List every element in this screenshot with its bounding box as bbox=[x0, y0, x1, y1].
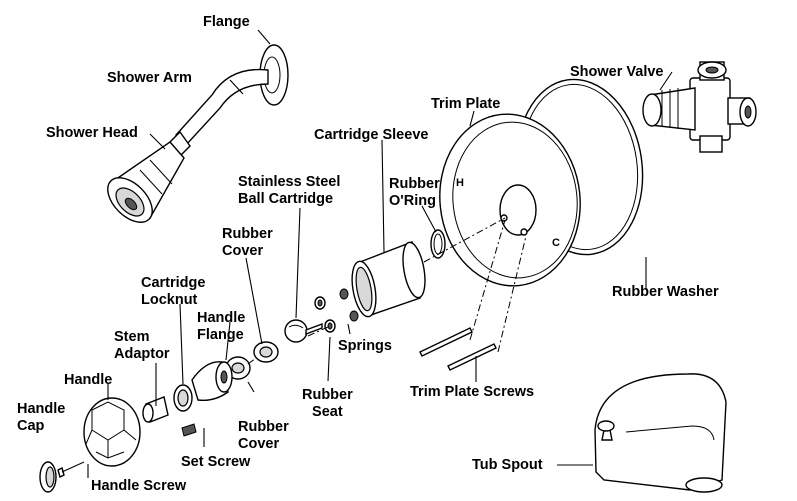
label-stem-adaptor-line1: Stem bbox=[114, 329, 150, 345]
label-rubber-cover-bottom-line1: Rubber bbox=[238, 419, 289, 435]
cartridge-locknut-part bbox=[173, 384, 193, 412]
label-handle-cap-line1: Handle bbox=[17, 401, 66, 417]
label-rubber-cover-bottom-line2: Cover bbox=[238, 436, 280, 452]
rubber-cover-top-part bbox=[253, 341, 279, 363]
stem-adaptor-part bbox=[142, 396, 169, 423]
label-handle-screw: Handle Screw bbox=[91, 478, 187, 494]
handle-flange-part bbox=[191, 361, 233, 402]
label-trim-plate: Trim Plate bbox=[431, 96, 501, 112]
springs-seats-part bbox=[314, 288, 359, 333]
label-set-screw: Set Screw bbox=[181, 454, 251, 470]
label-rubber-oring: Rubber O'Ring bbox=[389, 176, 440, 210]
handle-cap-part bbox=[39, 461, 57, 493]
label-handle-cap: Handle Cap bbox=[17, 401, 65, 435]
handle-screw-part bbox=[57, 461, 85, 479]
label-tub-spout: Tub Spout bbox=[472, 457, 543, 473]
label-handle-flange: Handle Flange bbox=[197, 310, 245, 344]
leader-lines bbox=[87, 29, 673, 478]
label-ball-cartridge-line2: Ball Cartridge bbox=[238, 191, 334, 207]
label-rubber-oring-line2: O'Ring bbox=[389, 193, 436, 209]
label-cartridge-locknut-line1: Cartridge bbox=[141, 275, 206, 291]
label-rubber-cover-top: Rubber Cover bbox=[222, 226, 273, 260]
label-shower-arm: Shower Arm bbox=[107, 70, 192, 86]
label-cartridge-locknut: Cartridge Locknut bbox=[141, 275, 205, 309]
label-cartridge-locknut-line2: Locknut bbox=[141, 292, 198, 308]
label-stem-adaptor-line2: Adaptor bbox=[114, 346, 170, 362]
trim-cold-mark: C bbox=[552, 237, 560, 249]
set-screw-part bbox=[181, 423, 197, 437]
label-shower-valve: Shower Valve bbox=[570, 64, 664, 80]
assembly-axis-lines bbox=[247, 217, 527, 365]
shower-head-part bbox=[107, 130, 191, 223]
trim-hot-mark: H bbox=[456, 177, 464, 189]
label-flange: Flange bbox=[203, 14, 250, 30]
label-springs: Springs bbox=[338, 338, 392, 354]
label-trim-plate-screws: Trim Plate Screws bbox=[410, 384, 535, 400]
handle-part bbox=[83, 397, 141, 467]
label-shower-head: Shower Head bbox=[46, 125, 138, 141]
label-rubber-seat-line2: Seat bbox=[312, 404, 343, 420]
label-handle-cap-line2: Cap bbox=[17, 418, 45, 434]
label-handle: Handle bbox=[64, 372, 113, 388]
label-rubber-seat: Rubber Seat bbox=[302, 387, 353, 421]
cartridge-sleeve-part bbox=[351, 241, 426, 318]
tub-spout-part bbox=[594, 373, 727, 493]
label-rubber-cover-top-line1: Rubber bbox=[222, 226, 273, 242]
label-rubber-cover-top-line2: Cover bbox=[222, 243, 264, 259]
label-rubber-cover-bottom: Rubber Cover bbox=[238, 419, 289, 453]
label-ball-cartridge: Stainless Steel Ball Cartridge bbox=[238, 174, 340, 208]
trim-plate-screws-part bbox=[419, 327, 497, 371]
shower-valve-part bbox=[642, 61, 757, 153]
trim-plate-part: H C bbox=[439, 113, 581, 287]
label-handle-flange-line1: Handle bbox=[197, 310, 246, 326]
label-stem-adaptor: Stem Adaptor bbox=[114, 329, 170, 363]
label-rubber-washer: Rubber Washer bbox=[612, 284, 719, 300]
label-rubber-seat-line1: Rubber bbox=[302, 387, 353, 403]
label-ball-cartridge-line1: Stainless Steel bbox=[238, 174, 341, 190]
label-cartridge-sleeve: Cartridge Sleeve bbox=[314, 127, 429, 143]
label-rubber-oring-line1: Rubber bbox=[389, 176, 440, 192]
label-handle-flange-line2: Flange bbox=[197, 327, 244, 343]
rubber-oring-part bbox=[430, 229, 446, 259]
ball-cartridge-part bbox=[284, 319, 323, 343]
